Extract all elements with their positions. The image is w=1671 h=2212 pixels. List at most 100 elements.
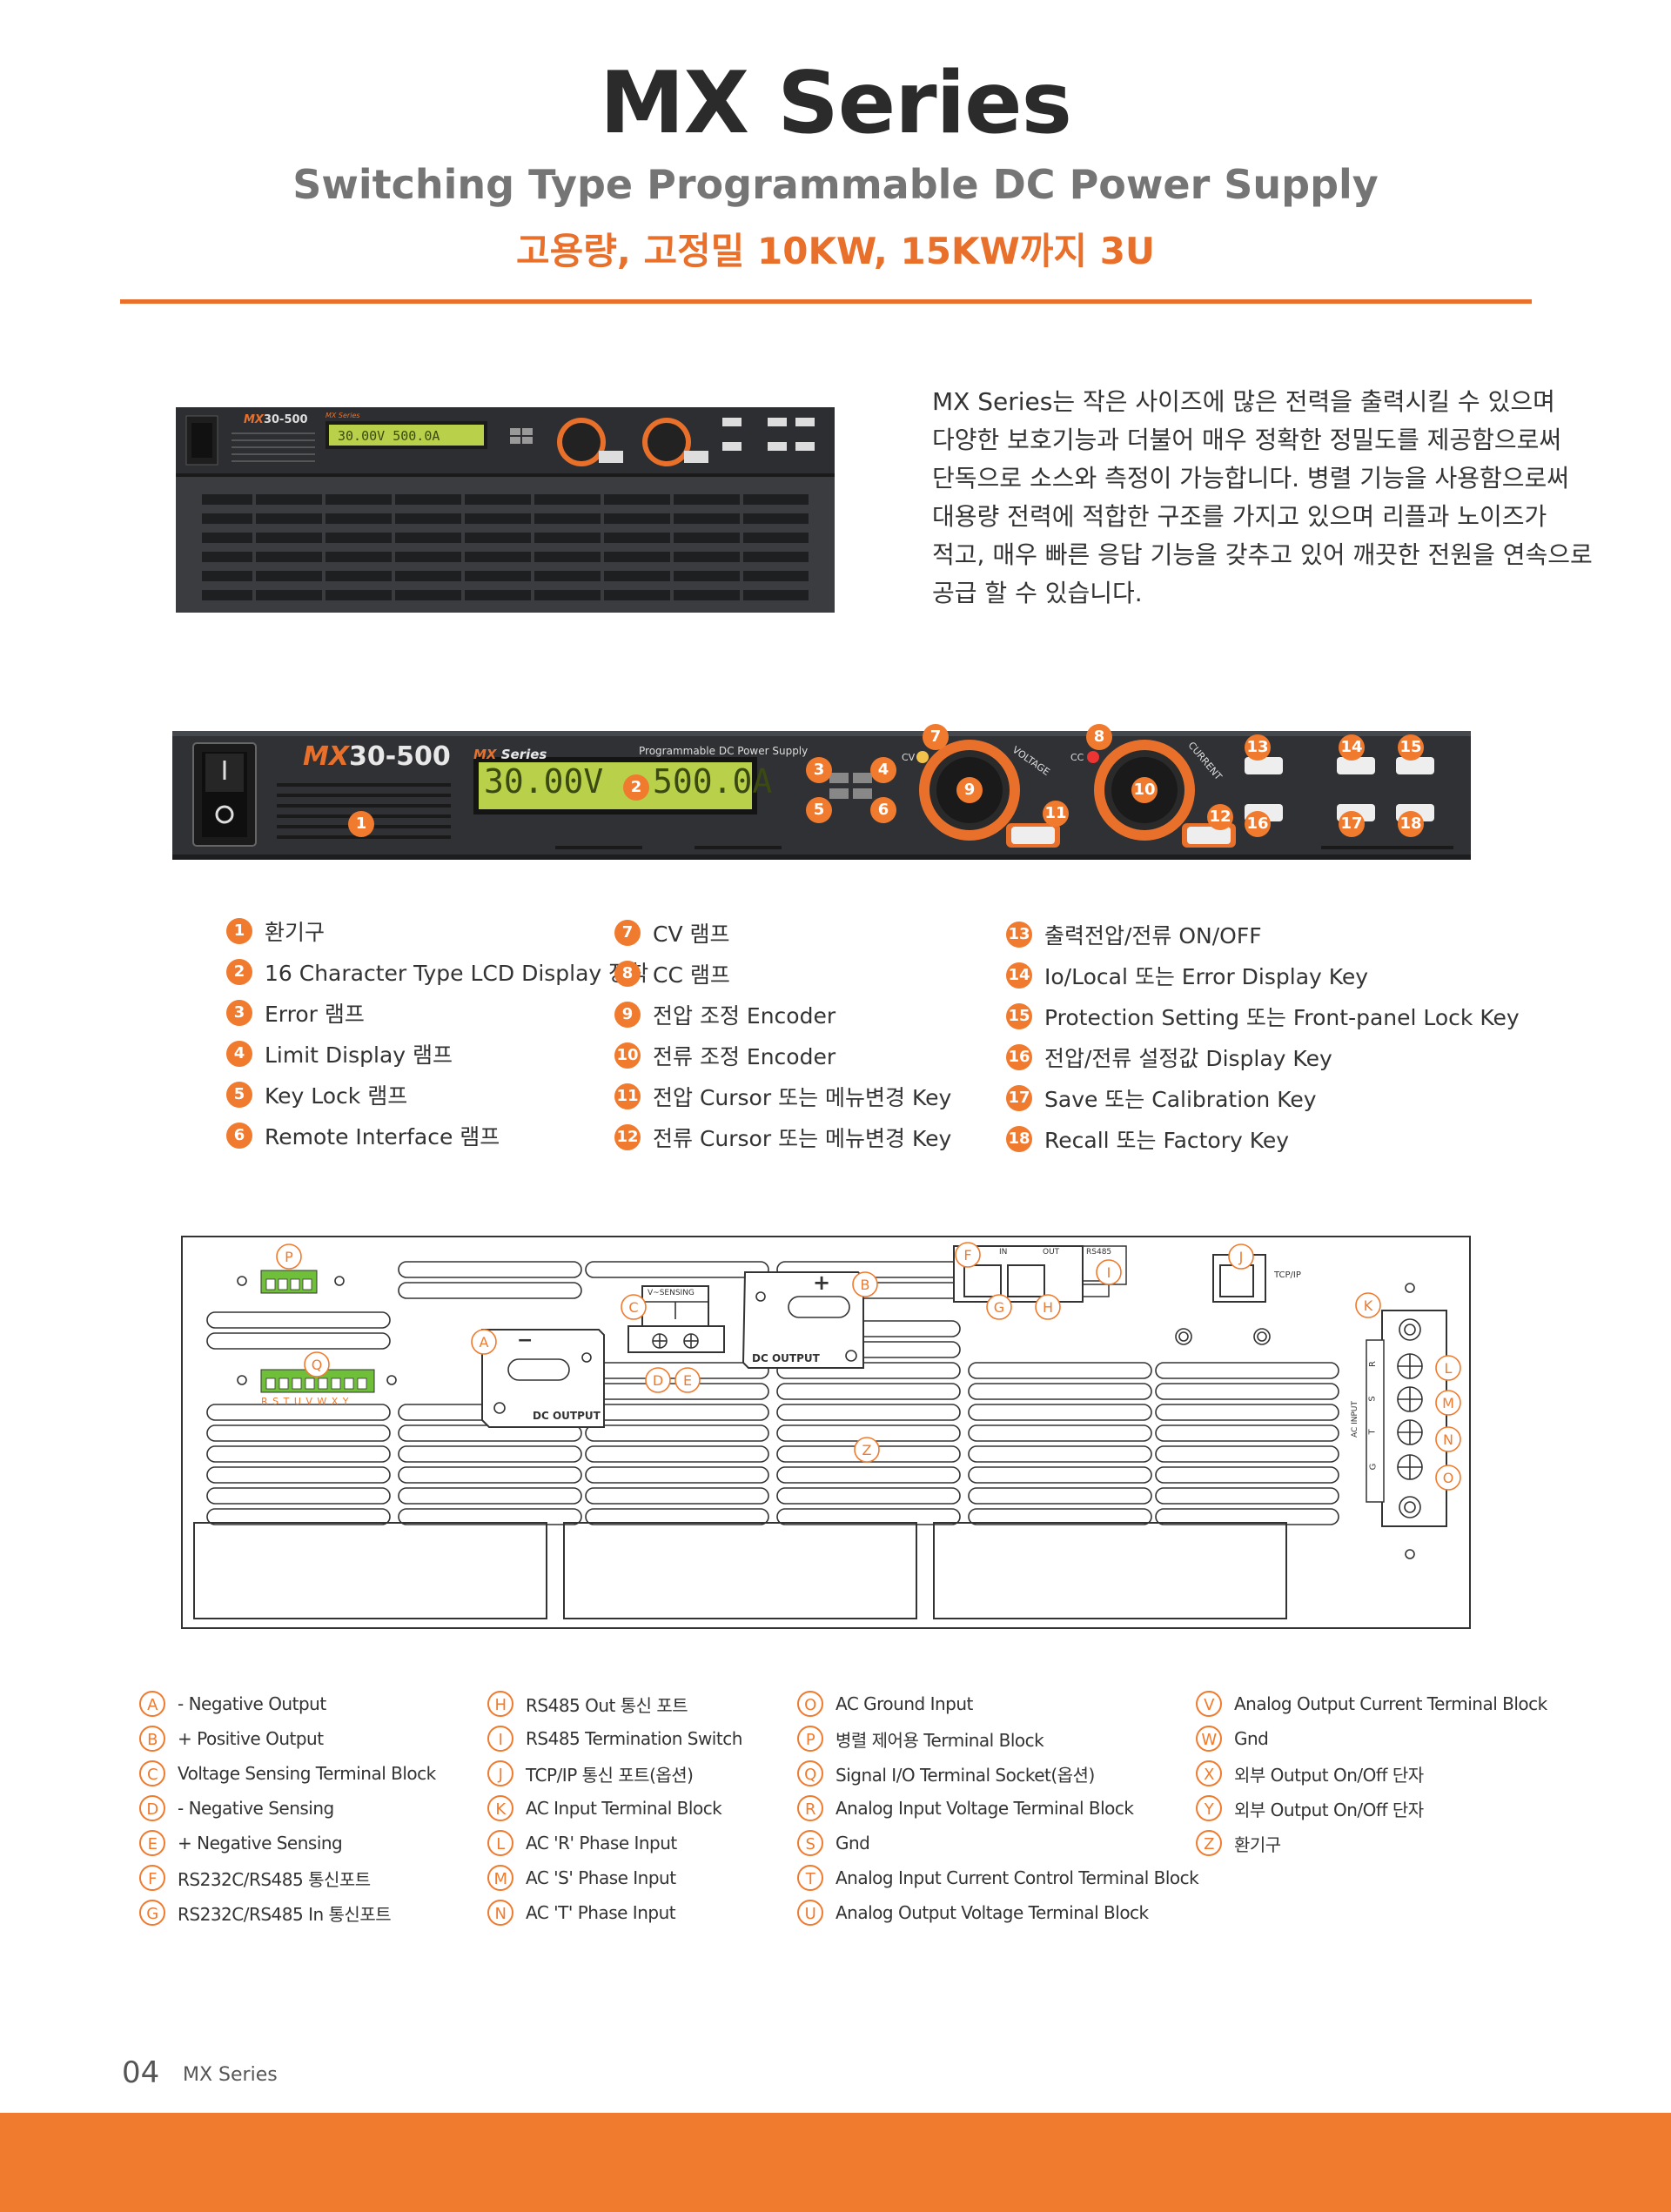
model-prefix: MX: [303, 741, 349, 772]
legend-badge: 4: [226, 1041, 252, 1067]
callout-letter: J: [1238, 1249, 1244, 1265]
product-description: MX Series는 작은 사이즈에 많은 전력을 출력시킬 수 있으며 다양한…: [932, 383, 1593, 613]
legend-item: G RS232C/RS485 In 통신포트: [139, 1899, 392, 1927]
legend-item: 6 Remote Interface 램프: [226, 1120, 500, 1151]
legend-label: Protection Setting 또는 Front-panel Lock K…: [1044, 1005, 1520, 1030]
in-port-label: IN: [999, 1248, 1008, 1257]
legend-badge: T: [797, 1865, 823, 1891]
svg-text:MX Series: MX Series: [325, 412, 360, 419]
legend-label: 출력전압/전류 ON/OFF: [1044, 923, 1262, 948]
callout-letter: I: [1106, 1264, 1111, 1281]
legend-label: 전류 조정 Encoder: [653, 1044, 836, 1069]
legend-label: Error 램프: [265, 1002, 365, 1027]
callout-badge: 1: [348, 811, 374, 837]
legend-label: Analog Input Voltage Terminal Block: [836, 1798, 1134, 1819]
legend-badge: C: [139, 1760, 165, 1786]
legend-label: Io/Local 또는 Error Display Key: [1044, 964, 1369, 989]
callout-letter: P: [285, 1249, 293, 1265]
legend-badge: W: [1196, 1726, 1222, 1752]
legend-label: RS232C/RS485 In 통신포트: [178, 1903, 392, 1925]
legend-label: TCP/IP 통신 포트(옵션): [526, 1764, 694, 1786]
legend-badge: 5: [226, 1082, 252, 1108]
page-number: 04: [122, 2055, 160, 2090]
minus-sign: −: [517, 1330, 534, 1351]
legend-label: 환기구: [265, 920, 325, 945]
cv-lamp-label: CV: [902, 752, 916, 763]
legend-label: 전압 Cursor 또는 메뉴변경 Key: [653, 1085, 952, 1110]
legend-label: Gnd: [1234, 1728, 1269, 1749]
page-subtitle-korean: 고용량, 고정밀 10KW, 15KW까지 3U: [515, 230, 1156, 272]
callout-badge: 8: [1086, 724, 1112, 750]
callout-badge: 2: [623, 774, 649, 801]
legend-item: I RS485 Termination Switch: [487, 1725, 742, 1753]
legend-label: 병렬 제어용 Terminal Block: [836, 1729, 1044, 1751]
legend-item: W Gnd: [1196, 1725, 1269, 1753]
lcd-voltage: 30.00V: [484, 762, 604, 801]
callout-badge: 17: [1339, 811, 1365, 837]
legend-badge: 7: [614, 920, 641, 946]
legend-badge: Z: [1196, 1830, 1222, 1856]
legend-label: AC 'R' Phase Input: [526, 1833, 677, 1853]
series-label: MX Series: [473, 747, 547, 762]
model-label: MX30-500: [303, 741, 451, 772]
legend-badge: G: [139, 1900, 165, 1926]
legend-label: Save 또는 Calibration Key: [1044, 1087, 1317, 1112]
legend-item: N AC 'T' Phase Input: [487, 1899, 676, 1927]
s-phase-label: S: [1367, 1396, 1378, 1402]
legend-badge: 6: [226, 1123, 252, 1149]
legend-badge: E: [139, 1830, 165, 1856]
description-line: 단독으로 소스와 측정이 가능합니다. 병렬 기능을 사용함으로써: [932, 464, 1570, 493]
legend-label: Key Lock 램프: [265, 1083, 408, 1109]
legend-badge: I: [487, 1726, 513, 1752]
legend-label: 외부 Output On/Off 단자: [1234, 1764, 1424, 1786]
legend-label: RS485 Termination Switch: [526, 1728, 742, 1749]
legend-label: - Negative Output: [178, 1693, 326, 1714]
legend-badge: 8: [614, 961, 641, 987]
legend-label: Gnd: [836, 1833, 870, 1853]
legend-badge: 11: [614, 1083, 641, 1109]
legend-label: AC 'T' Phase Input: [526, 1902, 676, 1923]
callout-badge: 3: [806, 757, 832, 783]
legend-badge: B: [139, 1726, 165, 1752]
rear-panel-drawing: [181, 1236, 1471, 1629]
legend-label: 환기구: [1234, 1833, 1281, 1855]
legend-badge: N: [487, 1900, 513, 1926]
callout-letter: M: [1442, 1395, 1454, 1411]
callout-badge: 4: [870, 757, 896, 783]
legend-label: 전류 Cursor 또는 메뉴변경 Key: [653, 1126, 952, 1151]
legend-item: A- Negative Output: [139, 1690, 326, 1718]
ac-input-label: AC INPUT: [1351, 1400, 1360, 1438]
callout-badge: 6: [870, 797, 896, 823]
callout-letter: Q: [311, 1357, 323, 1373]
footer-label: MX Series: [183, 2064, 278, 2086]
legend-label: + Negative Sensing: [178, 1833, 343, 1853]
legend-label: Remote Interface 램프: [265, 1124, 500, 1150]
legend-badge: X: [1196, 1760, 1222, 1786]
v-sensing-label: V~SENSING: [648, 1289, 695, 1297]
series-word: Series: [500, 747, 547, 762]
legend-label: Analog Output Voltage Terminal Block: [836, 1902, 1149, 1923]
callout-badge: 10: [1131, 777, 1158, 803]
legend-badge: M: [487, 1865, 513, 1891]
legend-badge: 15: [1006, 1003, 1032, 1029]
svg-text:30.00V 500.0A: 30.00V 500.0A: [338, 428, 440, 444]
callout-letter: A: [479, 1334, 489, 1351]
legend-label: Recall 또는 Factory Key: [1044, 1128, 1290, 1153]
callout-badge: 9: [956, 777, 983, 803]
svg-text:MX30-500: MX30-500: [244, 413, 308, 426]
product-image-3u: MX30-500 30.00V 500.0A MX Series: [176, 407, 835, 613]
page-subtitle: Switching Type Programmable DC Power Sup…: [292, 161, 1379, 208]
description-line: 대용량 전력에 적합한 구조를 가지고 있으며 리플과 노이즈가: [932, 502, 1547, 531]
